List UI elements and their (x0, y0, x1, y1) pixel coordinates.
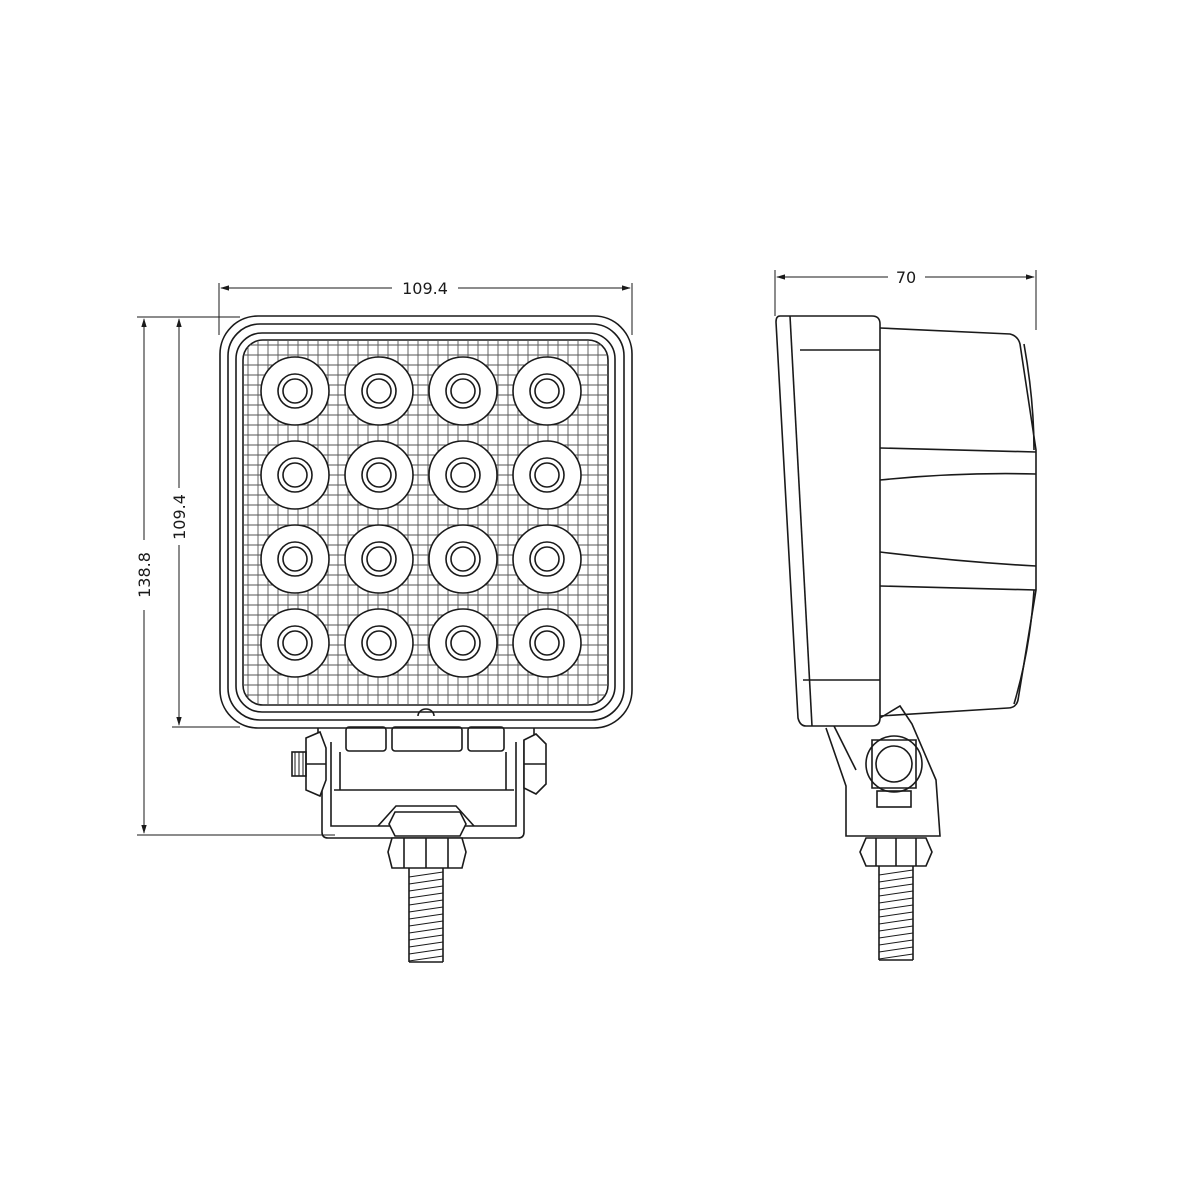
housing-notch (417, 708, 435, 717)
led-4-4 (512, 608, 582, 678)
led-1-3 (428, 356, 498, 426)
led-array (260, 356, 582, 678)
led-2-1 (260, 440, 330, 510)
front-width-label: 109.4 (402, 279, 448, 298)
lens-inner (242, 339, 609, 706)
front-total-height-dimension: 138.8 (135, 316, 335, 836)
mounting-stud (387, 811, 467, 963)
side-bracket (825, 704, 941, 837)
led-3-4 (512, 524, 582, 594)
front-total-height-label: 138.8 (135, 552, 154, 598)
led-2-3 (428, 440, 498, 510)
lens-frame (235, 332, 616, 713)
front-body-height-label: 109.4 (170, 494, 189, 540)
front-width-dimension: 109.4 (218, 279, 633, 335)
led-4-2 (344, 608, 414, 678)
side-view: 70 (774, 268, 1037, 961)
side-depth-label: 70 (896, 268, 916, 287)
led-1-2 (344, 356, 414, 426)
led-2-4 (512, 440, 582, 510)
side-bezel (775, 315, 881, 727)
led-3-3 (428, 524, 498, 594)
led-4-1 (260, 608, 330, 678)
led-1-1 (260, 356, 330, 426)
housing-bezel (227, 323, 625, 721)
side-rear-body (879, 327, 1037, 717)
led-1-4 (512, 356, 582, 426)
front-body-height-dimension: 109.4 (170, 316, 240, 728)
side-depth-dimension: 70 (774, 268, 1037, 330)
side-stud (859, 837, 933, 961)
led-3-2 (344, 524, 414, 594)
led-4-3 (428, 608, 498, 678)
housing-outer (219, 315, 633, 729)
led-2-2 (344, 440, 414, 510)
front-view: 109.4 109.4 138.8 (135, 279, 633, 963)
led-3-1 (260, 524, 330, 594)
